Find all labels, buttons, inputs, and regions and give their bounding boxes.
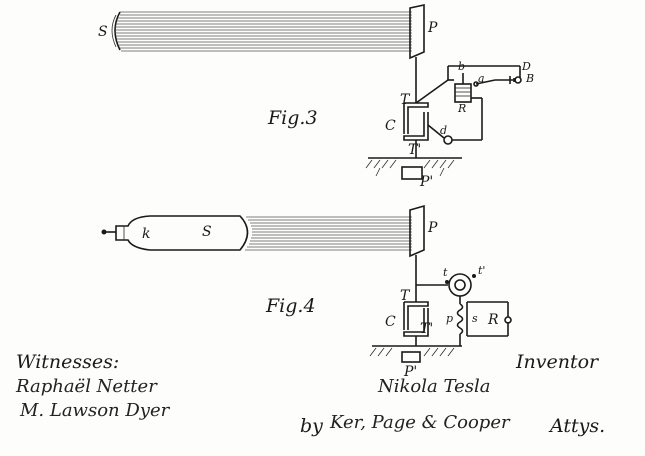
fig3-title: Fig.3	[267, 107, 318, 129]
figure-3: S P T C	[98, 4, 534, 190]
figure-4: k S P T C T'	[101, 204, 512, 380]
fig3-ray-beam	[115, 11, 412, 52]
fig3-label-point-d: d	[440, 124, 447, 137]
fig4-label-primary: p	[446, 312, 453, 325]
fig4-primary-coil	[456, 303, 464, 335]
fig4-label-secondary: s	[472, 312, 478, 325]
fig4-tube	[101, 215, 249, 251]
fig3-ground-plate	[401, 166, 423, 180]
fig4-label-terminal-top: T	[400, 288, 411, 304]
inventor-signature: Nikola Tesla	[377, 376, 490, 397]
fig3-ground	[365, 157, 462, 180]
fig4-interrupter	[448, 273, 472, 297]
fig4-label-terminal-bottom: T'	[420, 321, 433, 337]
fig3-label-contact-a: a	[478, 72, 485, 85]
fig3-label-ground-plate: P'	[419, 174, 433, 190]
fig3-plate	[409, 4, 425, 60]
attorney-by: by	[300, 415, 323, 437]
inventor-heading: Inventor	[515, 351, 600, 373]
attorney-signature: Ker, Page & Cooper	[329, 412, 511, 433]
fig4-ground-plate	[401, 351, 421, 363]
fig4-label-ground-plate: P'	[403, 364, 417, 380]
witness-signature-2: M. Lawson Dyer	[19, 400, 171, 421]
fig4-label-plate: P	[427, 220, 438, 236]
signature-block: Witnesses: Raphaël Netter M. Lawson Dyer…	[15, 351, 605, 437]
fig3-relay-circuit	[415, 65, 522, 145]
fig4-ray-beam	[245, 216, 412, 251]
fig3-label-battery: B	[525, 72, 534, 85]
fig3-source-mirror	[114, 11, 121, 51]
fig4-switch-circuit	[416, 273, 512, 346]
fig4-label-receiver: R	[487, 312, 499, 328]
fig3-label-contact-b: b	[458, 60, 465, 73]
fig4-ground	[369, 345, 462, 363]
fig3-label-condenser: C	[385, 118, 396, 134]
fig3-relay	[454, 83, 472, 103]
fig3-label-plate: P	[427, 20, 438, 36]
fig3-label-device: D	[521, 60, 531, 73]
fig3-label-terminal-top: T	[400, 92, 411, 108]
fig4-receiver	[504, 316, 512, 324]
fig3-condenser	[403, 102, 429, 158]
fig4-label-switch-t2: t'	[478, 264, 485, 277]
fig4-label-tube: S	[202, 224, 212, 240]
witnesses-heading: Witnesses:	[16, 351, 119, 373]
fig4-label-cathode: k	[142, 226, 150, 242]
fig3-source-mirror-inner	[111, 14, 117, 48]
fig4-title: Fig.4	[265, 295, 316, 317]
fig3-label-relay: R	[457, 102, 466, 115]
fig4-plate	[409, 204, 425, 258]
attorney-suffix: Attys.	[548, 415, 605, 437]
fig3-label-terminal-bottom: T'	[408, 142, 421, 158]
fig3-label-source: S	[98, 24, 108, 40]
fig4-condenser	[403, 301, 429, 346]
witness-signature-1: Raphaël Netter	[15, 376, 158, 397]
fig4-label-switch-t: t	[443, 266, 448, 279]
fig4-label-condenser: C	[385, 314, 396, 330]
